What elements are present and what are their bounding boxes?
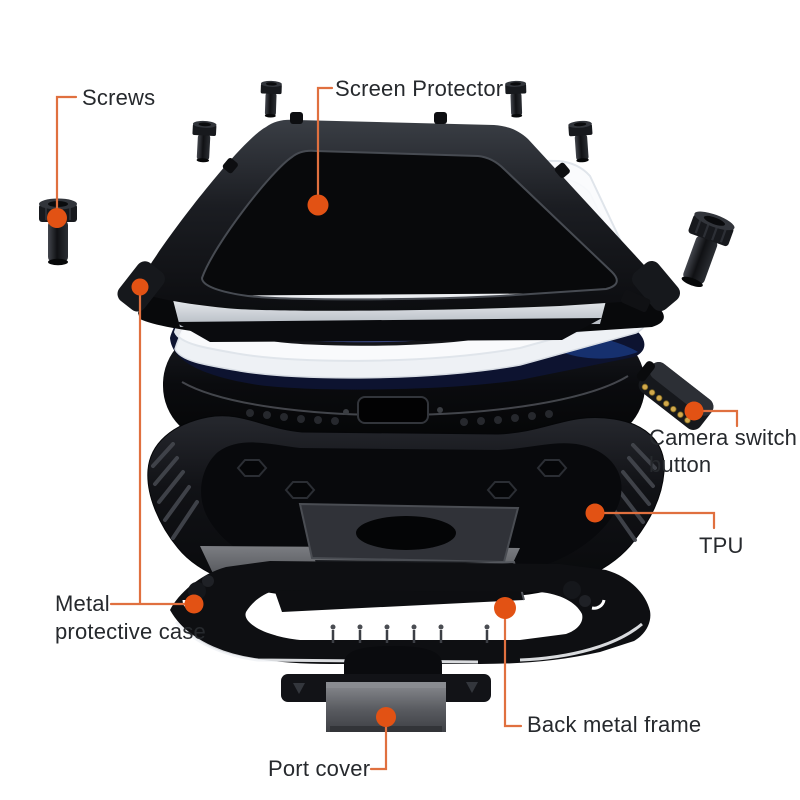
phone-port [357,396,429,424]
callout-dots [47,194,704,727]
back-frame-highlight-left [174,620,479,664]
leader-line-back-frame [503,615,523,728]
metal-protective-case-with-tpu [147,415,665,596]
callout-dot-screws [47,208,67,228]
camera-button-endcap [636,361,655,382]
frame-corner-notch [620,289,651,313]
back-frame-highlight-right [519,622,643,662]
callout-label-back-metal-frame: Back metal frame [527,712,702,737]
frame-inner-bevel [200,149,618,301]
port-cover-box-top [326,682,446,688]
callout-label-line: Metal [55,591,110,616]
port-cover-hump [344,646,442,678]
phone-port-screw-left [343,409,349,415]
callout-label-port-cover: Port cover [268,756,371,781]
back-metal-frame [170,561,651,664]
frame-screw-posts [222,112,570,178]
callout-dot-tpu [585,503,605,523]
leader-lines [55,86,739,771]
frame-ring [138,119,664,311]
callout-label-tpu: TPU [699,533,744,558]
case-port-oval-cutout [356,516,456,550]
callout-dot-port-cover [376,707,396,727]
tpu-ribs-left [151,442,199,540]
callout-dot-metal-case [184,594,204,614]
callout-dot-front-frame [131,278,149,296]
callout-label-line: Camera switch [649,425,798,450]
callout-label-line: protective case [55,619,206,644]
back-frame-pins [330,624,490,643]
screw [505,80,527,118]
back-frame-knob-right [563,581,581,599]
screw [681,211,735,287]
frame-corner-bumper-right [631,261,681,311]
screw [192,120,217,163]
callout-label-metal-protective-case: Metal protective case [55,590,206,646]
screws-group [39,80,735,287]
callout-label-screws: Screws [82,85,156,110]
leader-line-tpu [602,511,716,530]
leader-line-port-cover [369,724,388,771]
callout-label-line: button [649,452,712,477]
case-hex-cutouts [236,459,568,499]
frame-bottom-lip [175,318,602,342]
back-frame-glint-right [591,599,606,610]
port-cover-hole-left [293,683,305,694]
leader-line-metal-case [109,292,187,606]
callout-label-screen-protector: Screen Protector [335,76,504,101]
callout-dot-back-frame [494,597,516,619]
leader-line-camera-switch [701,409,739,428]
port-cover-hole-right [466,682,478,693]
callout-dot-screen-protector [307,194,329,216]
phone-port-screw-right [437,407,443,413]
screw [568,120,593,163]
leader-line-screws [55,95,78,211]
back-frame-peg-left [202,575,214,587]
callout-dot-camera-switch [684,401,704,421]
back-frame-peg-right [579,595,591,607]
leader-line-screen-protector [316,86,334,198]
callout-label-camera-switch-button: Camera switch button [649,424,797,478]
front-metal-frame [117,112,681,342]
screw [260,80,282,118]
phone-speaker-row [246,409,553,426]
